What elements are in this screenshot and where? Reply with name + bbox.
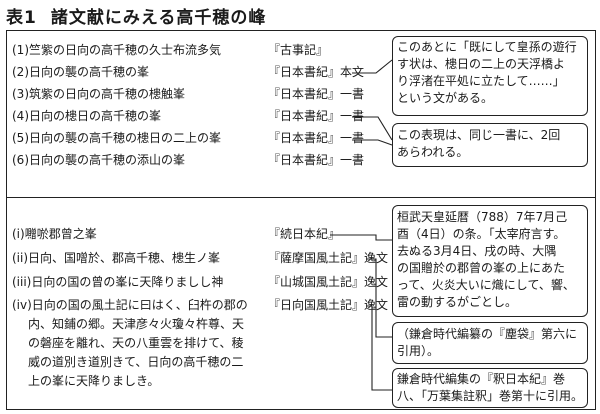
lower-note-box-1: 桓武天皇延暦（788）7年7月己 酉（4日）の条。「太宰府言す。 去ぬる3月4日… xyxy=(392,205,588,317)
upper-source-6: 『日本書紀』一書 xyxy=(268,153,365,167)
note-line: このあとに「既にして皇孫の遊行 xyxy=(397,40,577,54)
upper-entry-1: (1)竺紫の日向の高千穂の久士布流多気 xyxy=(12,43,221,57)
table-title: 諸文献にみえる高千穂の峰 xyxy=(50,8,267,28)
table-number: 表1 xyxy=(6,8,37,28)
lower-entry-4-line-3: の磐座を離れ、天の八重雲を排けて、稜 xyxy=(28,336,244,350)
lower-entry-4-line-5: 上の峯に天降りましき。 xyxy=(28,374,160,388)
upper-source-3: 『日本書紀』一書 xyxy=(268,87,365,101)
lower-entry-3: (iii)日向の国の曾の峯に天降りましし神 xyxy=(12,275,224,289)
upper-note-box-2: この表現は、同じ一書に、2回 あらわれる。 xyxy=(392,123,588,167)
page-title: 表1 諸文献にみえる高千穂の峰 xyxy=(6,3,266,28)
table-frame xyxy=(6,30,596,410)
upper-entry-4: (4)日向の槵日の高千穂の峯 xyxy=(12,109,161,123)
lower-source-3: 『山城国風土記』逸文 xyxy=(268,275,389,289)
note-line: （鎌倉時代編纂の『塵袋』第六に xyxy=(397,327,578,341)
upper-entry-6: (6)日向の襲の高千穂の添山の峯 xyxy=(12,153,185,167)
lower-entry-4: (iv)日向の国の風土記に曰はく、臼杵の郡の xyxy=(12,298,248,312)
note-line: 酉（4日）の条。「太宰府言す。 xyxy=(397,227,566,241)
lower-entry-1: (i)囎唹郡曾之峯 xyxy=(12,227,97,241)
note-line: という文がある。 xyxy=(397,91,494,105)
upper-source-5: 『日本書紀』一書 xyxy=(268,131,365,145)
lower-source-1: 『続日本紀』 xyxy=(268,227,341,241)
upper-note-box-1: このあとに「既にして皇孫の遊行 す状は、槵日の二上の天浮橋よ り浮渚在平処に立た… xyxy=(392,36,588,116)
note-line: 八、「万葉集註釈」巻第十に引用。 xyxy=(397,389,584,403)
lower-source-2: 『薩摩国風土記』逸文 xyxy=(268,251,389,265)
lower-source-4: 『日向国風土記』逸文 xyxy=(268,298,389,312)
note-line: この表現は、同じ一書に、2回 xyxy=(397,128,561,142)
note-line: 桓武天皇延暦（788）7年7月己 xyxy=(397,210,568,224)
upper-source-2: 『日本書紀』本文 xyxy=(268,65,365,79)
upper-entry-5: (5)日向の襲の高千穂の槵日の二上の峯 xyxy=(12,131,221,145)
lower-note-box-3: 鎌倉時代編集の『釈日本紀』巻 八、「万葉集註釈」巻第十に引用。 xyxy=(392,368,588,408)
lower-entry-2: (ii)日向、国噌於、郡高千穂、槵生ノ峯 xyxy=(12,251,221,265)
upper-source-4: 『日本書紀』一書 xyxy=(268,109,365,123)
lower-note-box-2: （鎌倉時代編纂の『塵袋』第六に 引用）。 xyxy=(392,322,588,364)
note-line: 引用）。 xyxy=(397,344,440,358)
section-divider xyxy=(6,197,596,198)
note-line: の国贈於の郡曾の峯の上にあた xyxy=(397,261,566,275)
upper-entry-3: (3)筑紫の日向の高千穂の槵触峯 xyxy=(12,87,185,101)
note-line: 去ぬる3月4日、戌の時、大隅 xyxy=(397,244,557,258)
note-line: 鎌倉時代編集の『釈日本紀』巻 xyxy=(397,372,566,386)
upper-entry-2: (2)日向の襲の高千穂の峯 xyxy=(12,65,149,79)
lower-entry-4-line-2: 内、知鋪の郷。天津彦々火瓊々杵尊、天 xyxy=(28,317,245,331)
note-line: り浮渚在平処に立たして……」 xyxy=(397,74,565,88)
note-line: 雷の動するがごとし。 xyxy=(397,295,518,309)
note-line: あらわれる。 xyxy=(397,145,469,159)
note-line: す状は、槵日の二上の天浮橋よ xyxy=(397,57,566,71)
upper-source-1: 『古事記』 xyxy=(268,43,329,57)
lower-entry-4-line-4: 威の道別き道別きて、日向の高千穂の二 xyxy=(28,355,244,369)
note-line: って、火炎大いに熾にして、響、 xyxy=(397,278,575,292)
